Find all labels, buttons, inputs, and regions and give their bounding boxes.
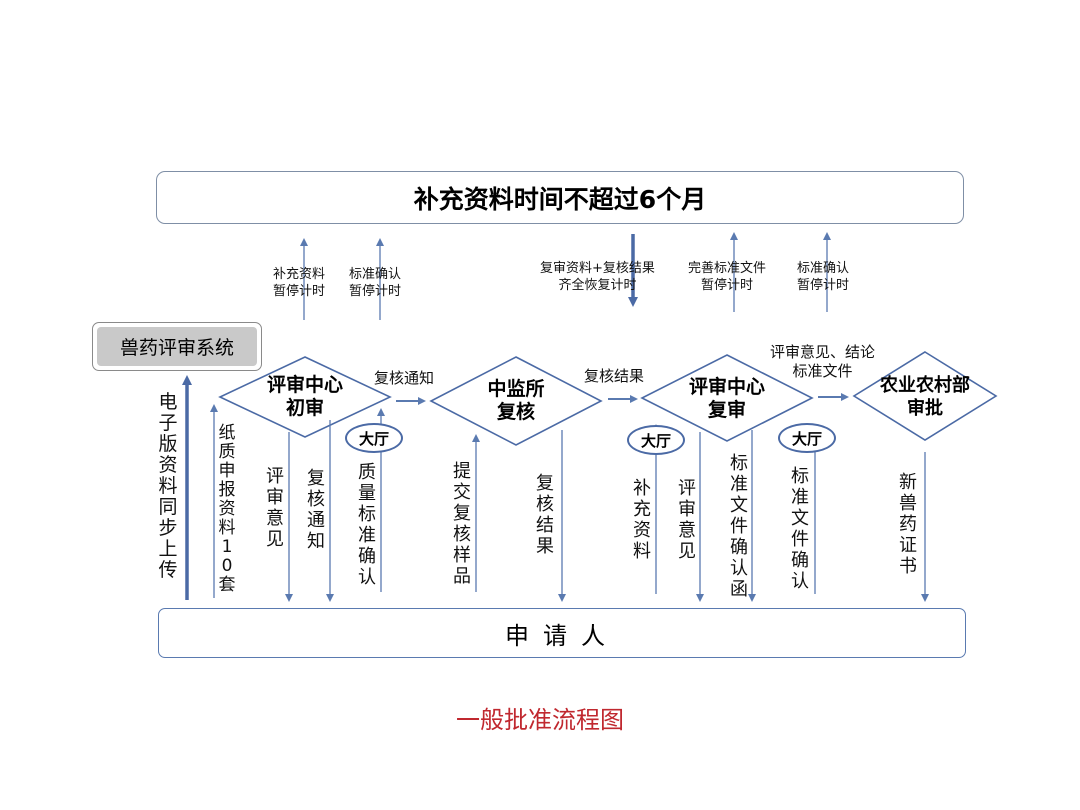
label-standard-confirm-pause: 标准确认 暂停计时 <box>349 267 402 299</box>
second-review-diamond <box>640 354 814 442</box>
supplement-time-limit-box: 补充资料时间不超过6个月 <box>156 171 964 224</box>
label-standard-confirm-pause-2: 标准确认 暂停计时 <box>797 261 850 293</box>
node-ministry-approval: 农业农村部 审批 <box>880 375 970 419</box>
label-standard-confirm: 标准文件确认 <box>791 466 809 592</box>
hall-badge-1: 大厅 <box>345 423 403 453</box>
hall-badge-2: 大厅 <box>627 425 685 455</box>
node-second-review: 评审中心 复审 <box>688 376 765 421</box>
label-supplement-materials: 补充资料 <box>633 478 651 562</box>
label-opinion-conclusion: 评审意见、结论 标准文件 <box>770 343 876 380</box>
label-improve-standard-pause: 完善标准文件 暂停计时 <box>688 261 767 293</box>
label-resume-timing: 复审资料+复核结果 齐全恢复计时 <box>540 261 655 293</box>
vet-drug-review-system-box: 兽药评审系统 <box>92 322 262 371</box>
applicant-box: 申请人 <box>158 608 966 658</box>
label-recheck-result-down: 复核结果 <box>536 473 554 557</box>
label-quality-standard-confirm: 质量标准确认 <box>358 462 376 588</box>
label-submit-samples: 提交复核样品 <box>453 461 471 587</box>
label-paper-submission: 纸质申报资料10套 <box>218 423 236 595</box>
label-review-opinion-2: 评审意见 <box>678 478 696 562</box>
ministry-approval-diamond <box>852 351 998 441</box>
system-label: 兽药评审系统 <box>97 327 257 366</box>
initial-review-diamond <box>218 356 392 438</box>
label-recheck-notice-down: 复核通知 <box>307 468 325 552</box>
label-supplement-pause: 补充资料 暂停计时 <box>273 267 326 299</box>
label-standard-confirm-letter: 标准文件确认函 <box>730 453 748 600</box>
label-recheck-notice: 复核通知 <box>374 369 435 387</box>
supervision-recheck-diamond <box>429 356 603 446</box>
node-initial-review: 评审中心 初审 <box>266 374 343 419</box>
diagram-caption: 一般批准流程图 <box>456 706 624 734</box>
label-recheck-result: 复核结果 <box>584 367 645 385</box>
label-electronic-sync: 电子版资料同步上传 <box>158 391 178 581</box>
node-supervision-recheck: 中监所 复核 <box>487 378 545 423</box>
label-review-opinion-1: 评审意见 <box>266 466 284 550</box>
hall-badge-3: 大厅 <box>778 423 836 453</box>
label-new-drug-certificate: 新兽药证书 <box>899 472 917 577</box>
